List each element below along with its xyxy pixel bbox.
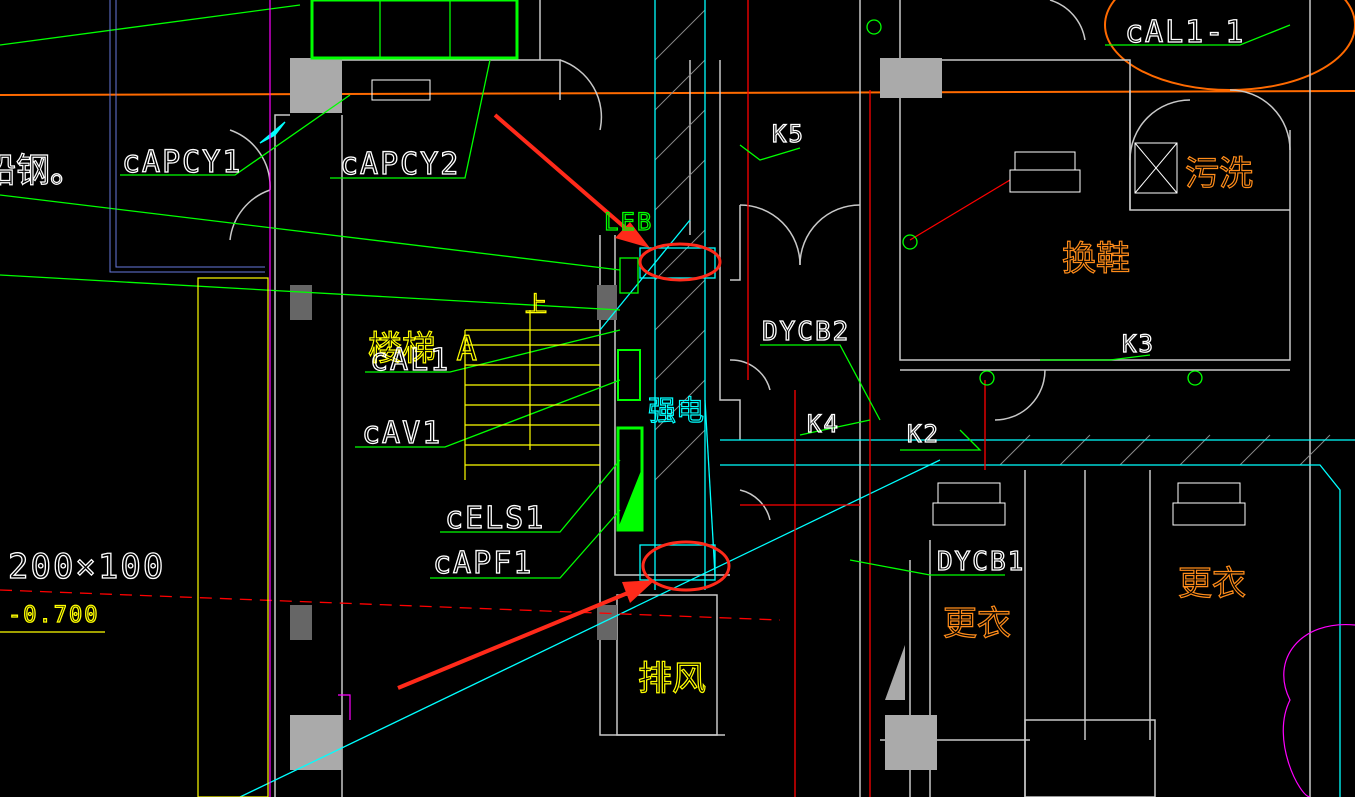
label-capcy1: cAPCY1 [122,145,242,180]
red-lines [0,0,1011,797]
label-gengyi-2: 更衣 [1178,564,1246,604]
label-cav1: cAV1 [362,416,442,451]
label-paifeng: 排风 [638,659,706,699]
label-wuxi: 污洗 [1185,154,1253,194]
label-dycb1: DYCB1 [937,547,1025,577]
orange-axis-line [0,90,1355,96]
label-stair-a: 楼梯 A [368,329,477,369]
label-leb: LEB [604,208,653,236]
label-note-partial: 铅钢。 [0,151,84,191]
highlight-circle-bottom [641,540,731,592]
green-leaders [0,0,1291,579]
label-k2: K2 [907,420,940,448]
hatch-shaft [654,9,1331,481]
label-elevation: -0.700 [8,603,99,628]
label-huanxie: 换鞋 [1062,239,1130,279]
cyan-ducts [239,0,1355,797]
arrow-top [493,113,632,234]
blue-frame [109,0,265,273]
walls [229,0,1311,797]
fan-coil-units [371,79,1246,526]
highlight-circle-top [638,242,722,282]
label-k5: K5 [772,120,805,148]
red-annotations [397,113,731,690]
label-cal1: cAL1 [370,343,450,378]
label-cal1-1: cAL1-1 [1125,15,1245,50]
label-capcy2: cAPCY2 [340,147,460,182]
magenta-lines [269,0,1355,797]
arrow-bottom [397,588,636,690]
label-gengyi-1: 更衣 [943,604,1011,644]
label-capf1: cAPF1 [433,546,533,581]
label-qiangdian: 强电 [648,394,704,427]
label-up: 上 [525,293,547,318]
label-cels1: cELS1 [445,501,545,536]
stair-a [0,277,600,797]
label-k3: K3 [1122,330,1155,358]
label-dycb2: DYCB2 [762,317,850,347]
label-k4: K4 [807,410,840,438]
label-duct-size: 200×100 [8,547,165,587]
